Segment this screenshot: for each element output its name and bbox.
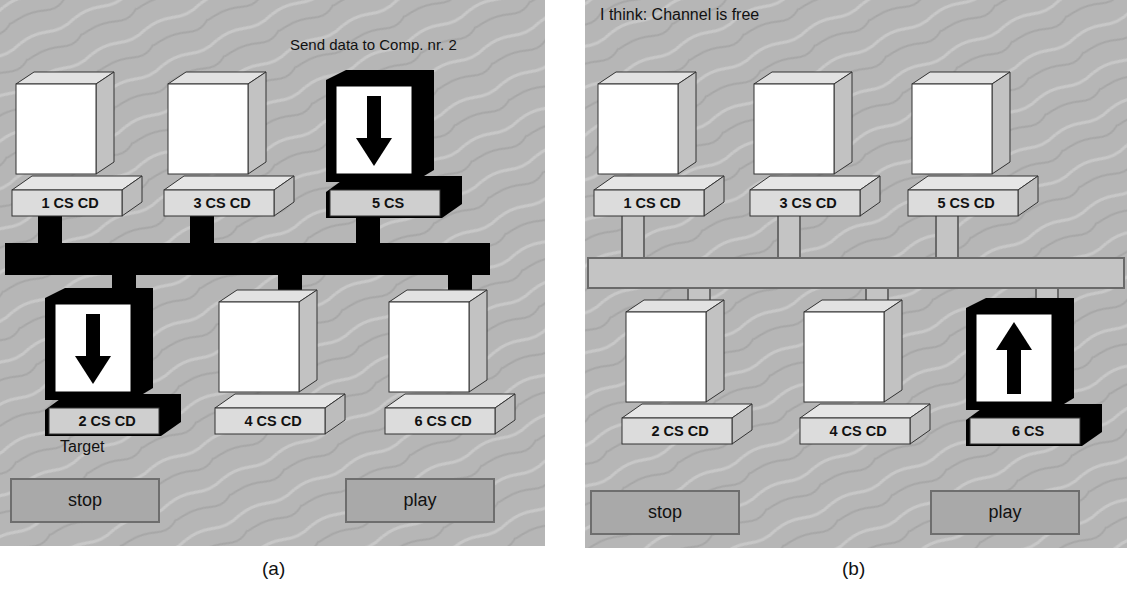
- base-top: [215, 394, 345, 408]
- base-side: [274, 176, 294, 216]
- network-bus: [5, 243, 490, 275]
- station-label: 2 CS CD: [622, 418, 738, 444]
- computer-station: 2 CS CD: [618, 298, 758, 448]
- arrow-shaft: [367, 96, 381, 140]
- control-button: stop: [590, 490, 740, 535]
- station-label: 4 CS CD: [800, 418, 916, 444]
- monitor-side: [96, 72, 114, 174]
- base-side: [732, 404, 752, 444]
- active-base-shadow: [966, 404, 1102, 446]
- computer-station: 6 CS CD: [381, 288, 521, 438]
- idle-bus: [588, 258, 1124, 288]
- station-label: 4 CS CD: [215, 408, 331, 434]
- monitor-screen: [598, 84, 678, 174]
- status-message: I think: Channel is free: [600, 6, 759, 24]
- base-side: [910, 404, 930, 444]
- arrow-head: [996, 322, 1032, 350]
- base-side: [860, 176, 880, 216]
- panel-caption: (a): [262, 558, 285, 580]
- computer-station: 3 CS CD: [746, 70, 886, 220]
- monitor-screen: [336, 86, 412, 174]
- arrow-head: [356, 138, 392, 166]
- monitor-side: [299, 290, 317, 392]
- monitor-screen: [16, 84, 96, 174]
- base-top: [622, 404, 752, 418]
- station-label: 1 CS CD: [12, 190, 128, 216]
- station-label: 6 CS CD: [385, 408, 501, 434]
- monitor-side: [834, 72, 852, 174]
- base-top: [800, 404, 930, 418]
- monitor-screen: [976, 314, 1052, 402]
- monitor-screen: [219, 302, 299, 392]
- base-side: [325, 394, 345, 434]
- monitor-screen: [626, 312, 706, 402]
- monitor-screen: [804, 312, 884, 402]
- bus-drop: [38, 214, 62, 244]
- base-top: [594, 176, 724, 190]
- control-button: play: [345, 478, 495, 523]
- button-label: play: [988, 502, 1021, 523]
- button-label: play: [403, 490, 436, 511]
- base-top: [385, 394, 515, 408]
- monitor-screen: [754, 84, 834, 174]
- control-button: stop: [10, 478, 160, 523]
- active-base-shadow: [45, 394, 181, 436]
- idle-drop: [936, 214, 958, 258]
- base-side: [1018, 176, 1038, 216]
- panel-ground: [0, 0, 545, 546]
- base-top: [12, 176, 142, 190]
- station-label: 5 CS CD: [908, 190, 1024, 216]
- active-base-shadow: [326, 176, 462, 218]
- target-note: Target: [60, 438, 104, 456]
- monitor-side: [678, 72, 696, 174]
- computer-station: 4 CS CD: [796, 298, 936, 448]
- monitor-screen: [912, 84, 992, 174]
- arrow-shaft: [86, 314, 100, 358]
- arrow-shaft: [1007, 348, 1021, 394]
- monitor-side: [469, 290, 487, 392]
- monitor-screen: [168, 84, 248, 174]
- idle-drop: [622, 214, 644, 258]
- idle-drop: [778, 214, 800, 258]
- base-top: [750, 176, 880, 190]
- base-side: [122, 176, 142, 216]
- station-label: 1 CS CD: [594, 190, 710, 216]
- base-top: [908, 176, 1038, 190]
- button-label: stop: [648, 502, 682, 523]
- station-label: 3 CS CD: [164, 190, 280, 216]
- active-monitor-housing: [45, 288, 153, 400]
- computer-station: 5 CS: [326, 70, 466, 220]
- bus-drop: [190, 214, 214, 244]
- active-monitor-housing: [326, 70, 434, 182]
- station-label: 3 CS CD: [750, 190, 866, 216]
- computer-station: 1 CS CD: [590, 70, 730, 220]
- monitor-side: [706, 300, 724, 402]
- arrow-head: [75, 356, 111, 384]
- monitor-side: [992, 72, 1010, 174]
- computer-station: 4 CS CD: [211, 288, 351, 438]
- panel-ground: [585, 0, 1127, 548]
- bus-drop: [356, 214, 380, 244]
- station-label: 6 CS: [970, 418, 1086, 444]
- status-message: Send data to Comp. nr. 2: [290, 36, 457, 53]
- computer-station: 6 CS: [966, 298, 1106, 448]
- active-monitor-housing: [966, 298, 1074, 410]
- computer-station: 3 CS CD: [160, 70, 300, 220]
- monitor-side: [248, 72, 266, 174]
- control-button: play: [930, 490, 1080, 535]
- computer-station: 2 CS CD: [45, 288, 185, 438]
- base-side: [704, 176, 724, 216]
- button-label: stop: [68, 490, 102, 511]
- monitor-screen: [389, 302, 469, 392]
- base-side: [495, 394, 515, 434]
- computer-station: 5 CS CD: [904, 70, 1044, 220]
- monitor-screen: [55, 304, 131, 392]
- monitor-side: [884, 300, 902, 402]
- computer-station: 1 CS CD: [8, 70, 148, 220]
- station-label: 2 CS CD: [49, 408, 165, 434]
- station-label: 5 CS: [330, 190, 446, 216]
- panel-caption: (b): [842, 558, 865, 580]
- base-top: [164, 176, 294, 190]
